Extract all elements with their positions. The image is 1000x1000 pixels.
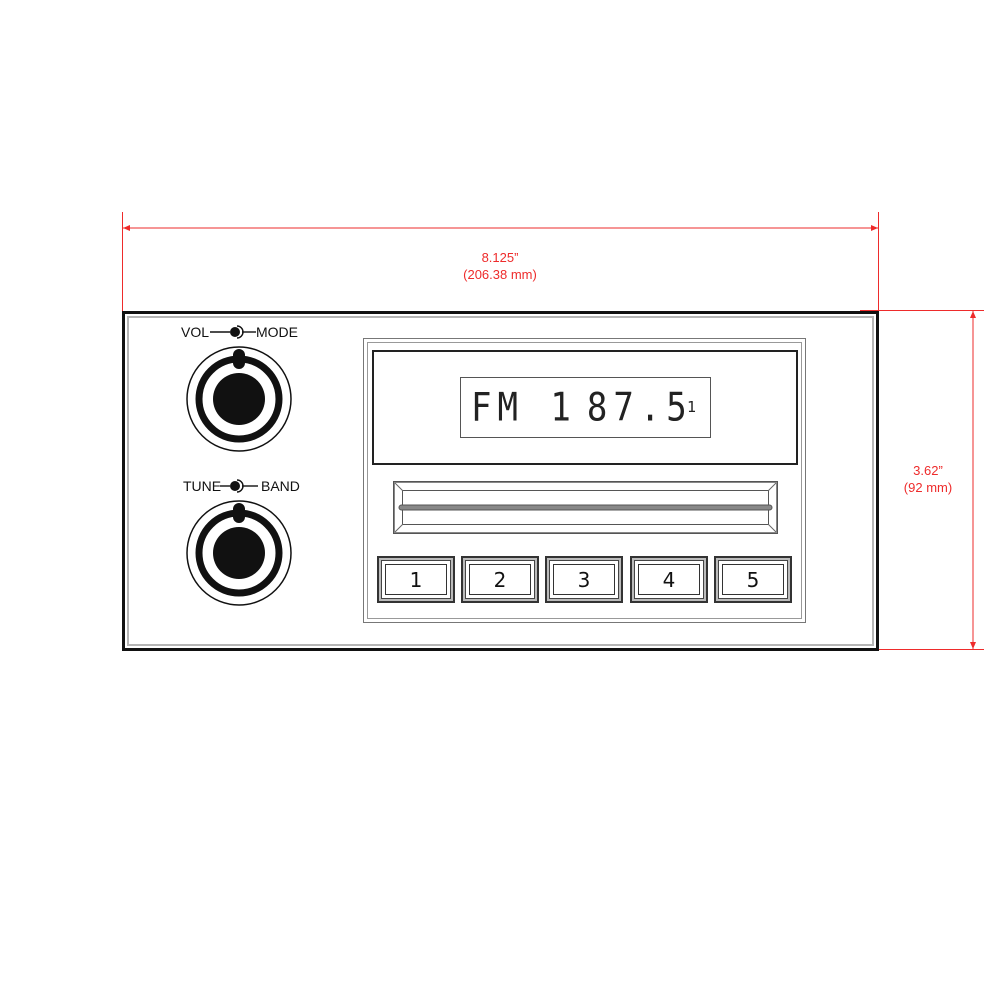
preset-button-5[interactable]: 5 xyxy=(714,556,792,603)
faceplate-inner-border xyxy=(127,316,874,646)
height-dimension-line xyxy=(860,310,984,650)
knob-vol-mode-label: VOL xyxy=(181,324,209,340)
center-panel xyxy=(363,338,806,623)
band-label: BAND xyxy=(261,478,300,494)
lcd-display: FM 1 87.5 1 xyxy=(460,377,711,438)
cd-slot-bevel xyxy=(394,482,777,533)
preset-label: 3 xyxy=(577,567,591,592)
lcd-preset-indicator: 1 xyxy=(687,398,697,416)
preset-button-4[interactable]: 4 xyxy=(630,556,708,603)
height-inches-label: 3.62” xyxy=(913,463,943,478)
width-dimension: 8.125” (206.38 mm) xyxy=(122,212,879,312)
mode-label: MODE xyxy=(256,324,298,340)
preset-button-3[interactable]: 3 xyxy=(545,556,623,603)
tune-label: TUNE xyxy=(183,478,222,494)
preset-label: 4 xyxy=(662,567,676,592)
width-inches-label: 8.125” xyxy=(481,250,519,265)
height-dimension: 3.62” (92 mm) xyxy=(860,310,990,652)
preset-button-1[interactable]: 1 xyxy=(377,556,455,603)
preset-button-2[interactable]: 2 xyxy=(461,556,539,603)
tune-band-knob[interactable] xyxy=(183,497,295,609)
preset-label: 2 xyxy=(493,567,507,592)
knob-push-indicator-icon xyxy=(210,325,256,339)
lcd-band: FM 1 xyxy=(471,385,577,431)
preset-label: 1 xyxy=(409,567,423,592)
knob-push-indicator-icon xyxy=(220,479,258,493)
height-mm-label: (92 mm) xyxy=(903,480,953,495)
width-dimension-line xyxy=(122,212,879,312)
vol-label: VOL xyxy=(181,324,210,340)
width-mm-label: (206.38 mm) xyxy=(463,267,537,282)
lcd-frequency: 87.5 xyxy=(586,385,693,431)
preset-label: 5 xyxy=(746,567,760,592)
cd-slot[interactable] xyxy=(393,481,778,534)
volume-mode-knob[interactable] xyxy=(183,343,295,455)
